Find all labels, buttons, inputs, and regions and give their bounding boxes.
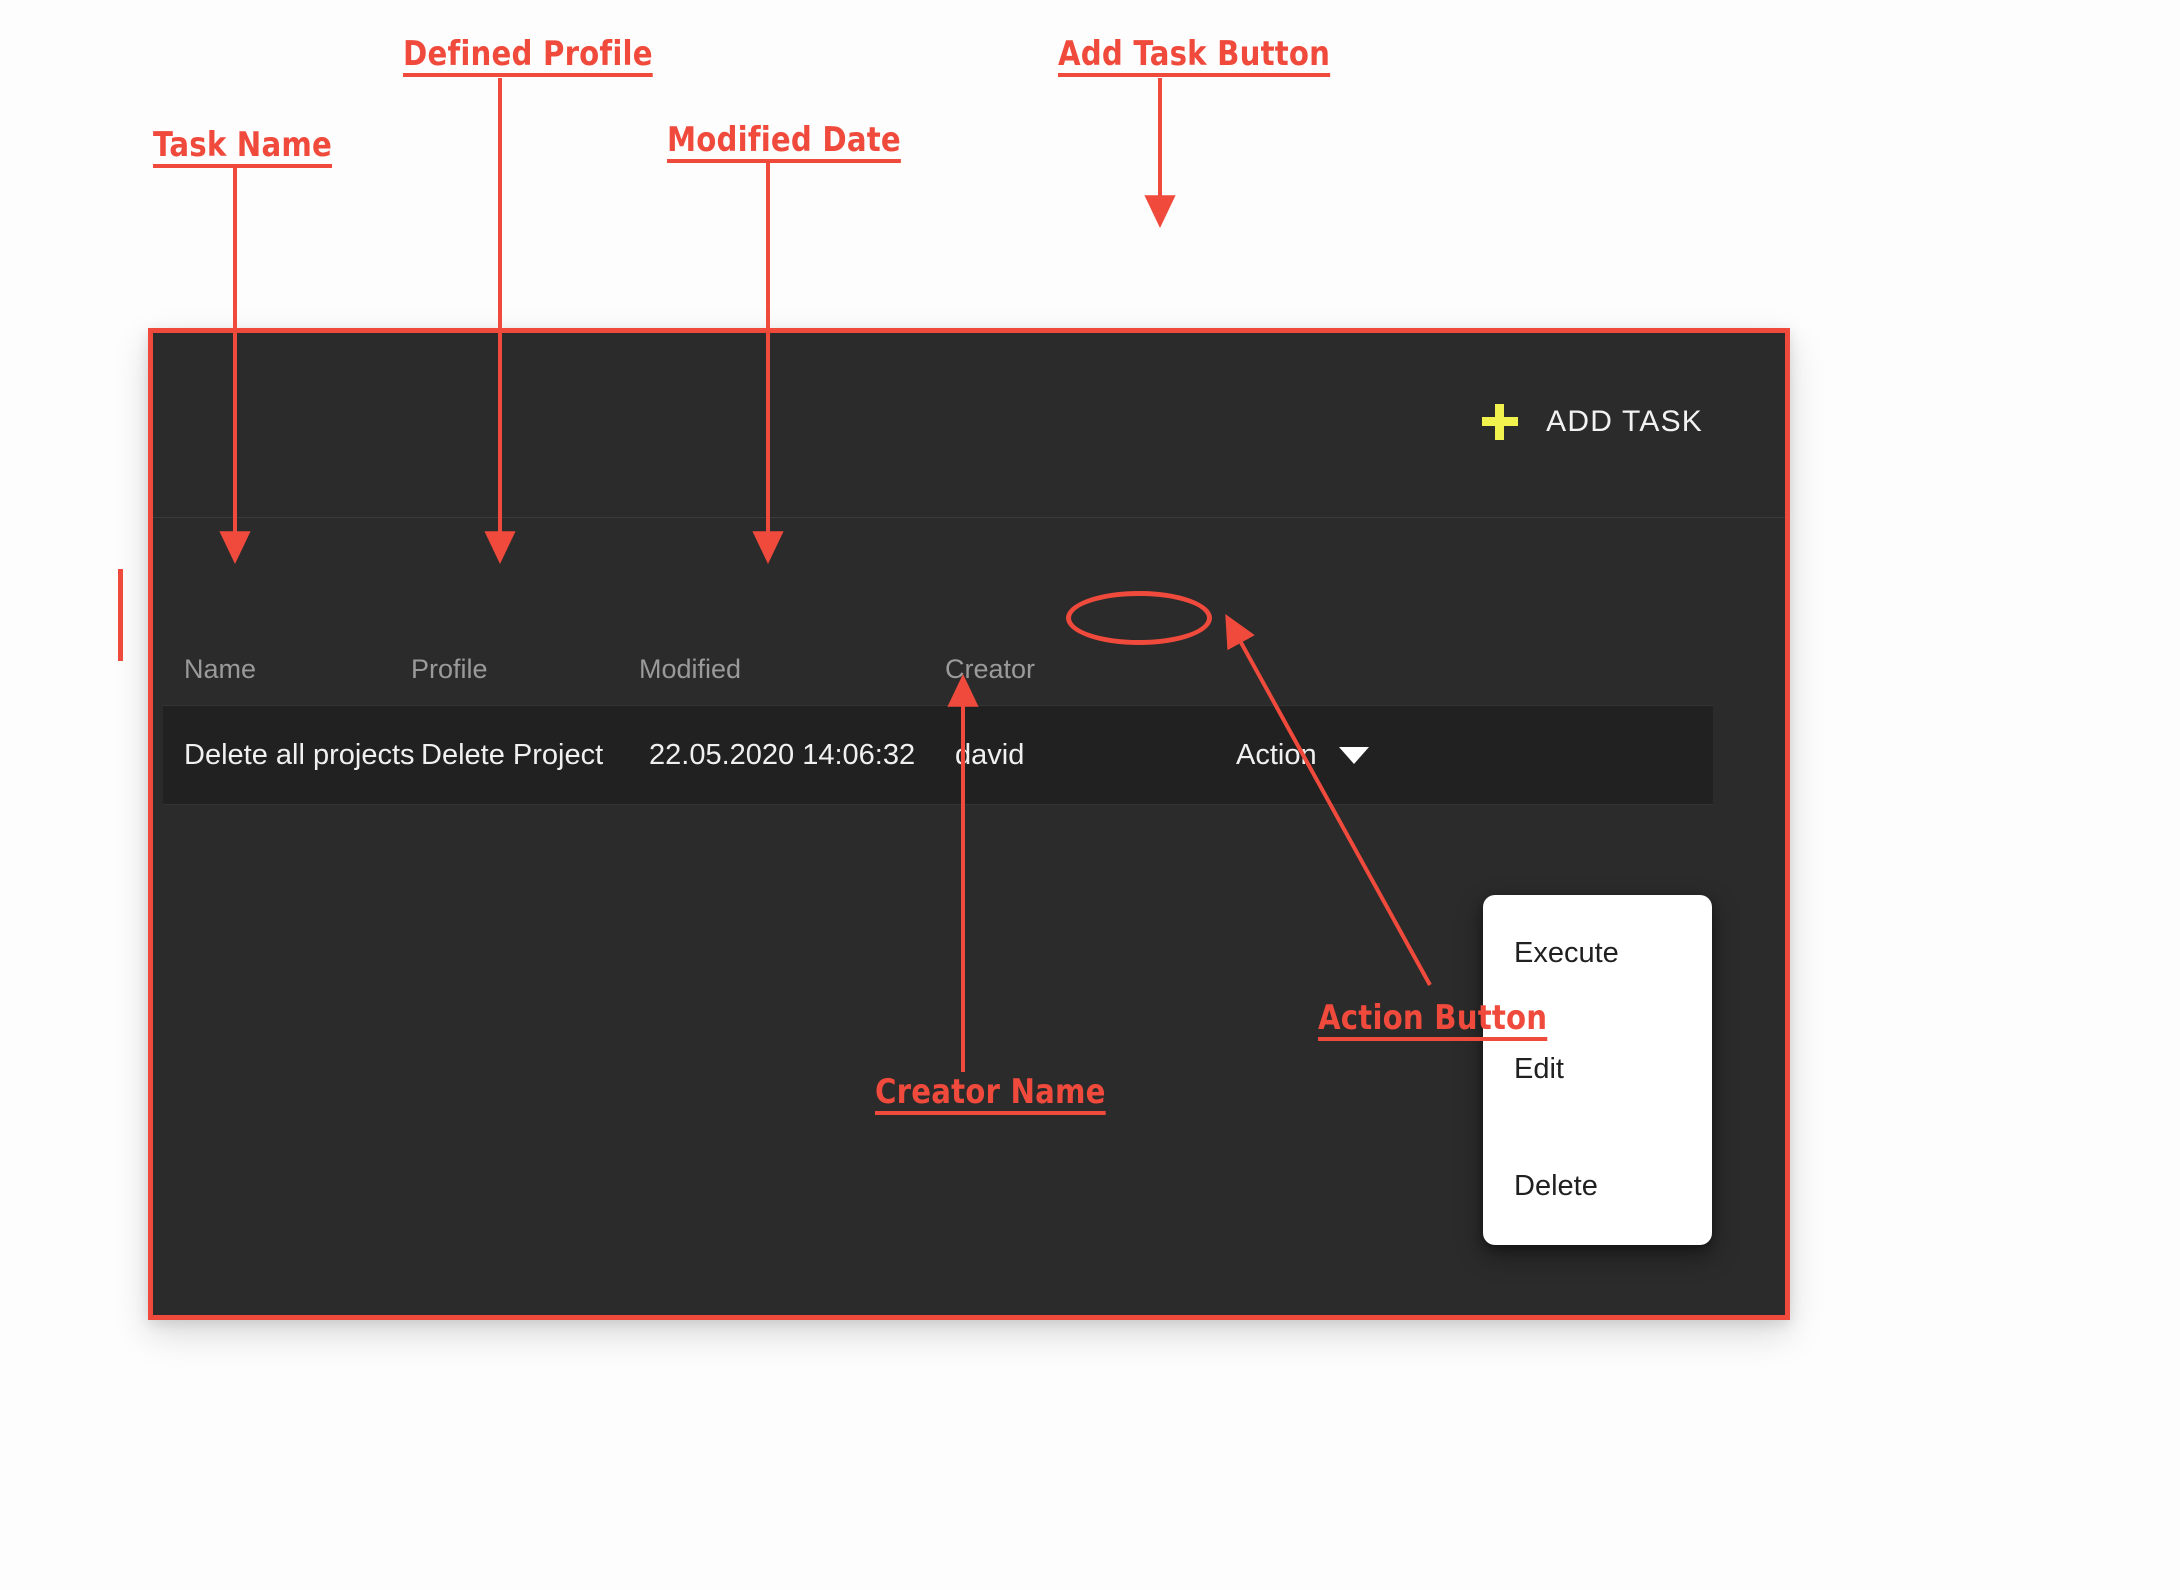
column-header-creator: Creator: [945, 653, 1036, 684]
table-header-row: Name Profile Modified Creator: [153, 633, 1785, 705]
annotation-label-add-task-button: Add Task Button: [1058, 34, 1331, 74]
table-row-highlight-marker: [118, 569, 123, 661]
cell-action: Action: [1230, 731, 1713, 780]
add-task-button[interactable]: ADD TASK: [1468, 394, 1717, 450]
column-header-name: Name: [184, 653, 257, 684]
column-header-profile: Profile: [411, 653, 488, 684]
table-row[interactable]: Delete all projects Delete Project 22.05…: [163, 705, 1713, 805]
task-table: Name Profile Modified Creator Delete all…: [153, 633, 1785, 805]
chevron-down-icon: [1338, 746, 1369, 764]
menu-item-delete[interactable]: Delete: [1514, 1169, 1598, 1202]
action-dropdown-menu: Execute Edit Delete: [1483, 895, 1712, 1245]
task-list-panel: ADD TASK Name Profile Modified Creator D…: [148, 328, 1790, 1320]
annotation-label-defined-profile: Defined Profile: [403, 34, 653, 74]
menu-item-edit[interactable]: Edit: [1514, 1053, 1564, 1086]
annotation-label-task-name: Task Name: [153, 125, 332, 165]
action-button[interactable]: Action: [1230, 731, 1375, 780]
panel-toolbar: ADD TASK: [153, 333, 1785, 510]
menu-item-execute[interactable]: Execute: [1514, 936, 1619, 969]
column-header-modified: Modified: [639, 653, 742, 684]
plus-icon: [1482, 403, 1519, 440]
toolbar-divider: [153, 517, 1785, 518]
annotation-label-modified-date: Modified Date: [667, 120, 901, 160]
action-button-label: Action: [1236, 738, 1317, 771]
add-task-label: ADD TASK: [1546, 404, 1703, 438]
cell-profile: Delete Project: [421, 738, 604, 771]
cell-modified: 22.05.2020 14:06:32: [649, 738, 916, 771]
cell-creator: david: [955, 738, 1025, 771]
cell-task-name: Delete all projects: [184, 738, 415, 771]
